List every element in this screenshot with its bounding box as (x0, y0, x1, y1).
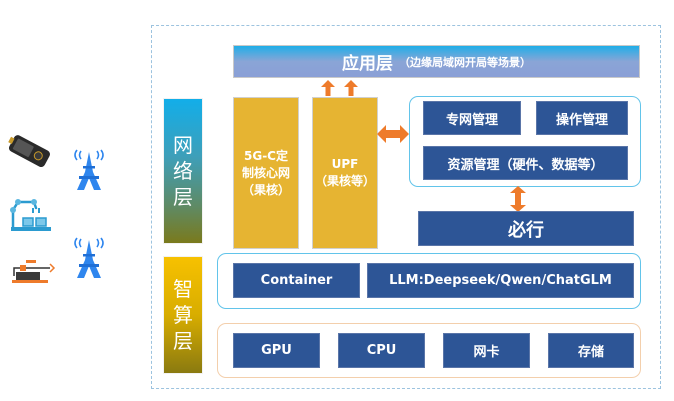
compute-layer-char: 智 (173, 277, 193, 301)
software-panel (217, 253, 641, 309)
network-layer-char: 络 (173, 159, 193, 183)
storage-box: 存储 (548, 333, 634, 368)
hardware-panel (217, 323, 641, 378)
compute-layer-label: 智 算 层 (163, 256, 203, 374)
application-layer-bar: 应用层 （边缘局域网开局等场景） (233, 45, 640, 78)
upf-line: （果核等） (314, 174, 375, 188)
cell-tower-icon (74, 149, 104, 190)
resource-management-box: 资源管理（硬件、数据等） (423, 146, 628, 180)
5g-core-line: （果核） (241, 182, 290, 197)
cpu-box: CPU (338, 333, 425, 368)
compute-layer-char: 算 (173, 303, 193, 327)
robot-arm-icon (10, 199, 51, 231)
management-panel (409, 96, 641, 187)
cell-tower-icon (74, 237, 104, 278)
application-layer-subtitle: （边缘局域网开局等场景） (399, 55, 531, 69)
operations-management-box: 操作管理 (536, 101, 628, 135)
industrial-equipment-icon (12, 260, 56, 283)
private-network-management-box: 专网管理 (423, 101, 521, 135)
container-box: Container (233, 263, 360, 298)
upf-line: UPF (331, 157, 359, 171)
llm-box: LLM:Deepseek/Qwen/ChatGLM (367, 263, 634, 298)
5g-core-line: 5G-C定 (244, 148, 288, 163)
up-arrow-icon (321, 80, 335, 96)
application-layer-title: 应用层 (342, 54, 393, 74)
5g-core-network-box: 5G-C定 制核心网 （果核） (233, 97, 299, 249)
architecture-frame (151, 25, 661, 389)
up-arrow-icon (344, 80, 358, 96)
double-arrow-horizontal-icon (377, 125, 409, 143)
double-arrow-vertical-icon (510, 186, 526, 212)
bixing-box: 必行 (418, 211, 634, 246)
network-layer-char: 网 (173, 133, 193, 157)
network-card-box: 网卡 (443, 333, 530, 368)
handheld-terminal-icon (8, 135, 50, 168)
compute-layer-char: 层 (173, 329, 193, 353)
network-layer-label: 网 络 层 (163, 98, 203, 244)
network-layer-char: 层 (173, 185, 193, 209)
gpu-box: GPU (233, 333, 320, 368)
upf-box: UPF （果核等） (312, 97, 378, 249)
5g-core-line: 制核心网 (241, 165, 290, 180)
